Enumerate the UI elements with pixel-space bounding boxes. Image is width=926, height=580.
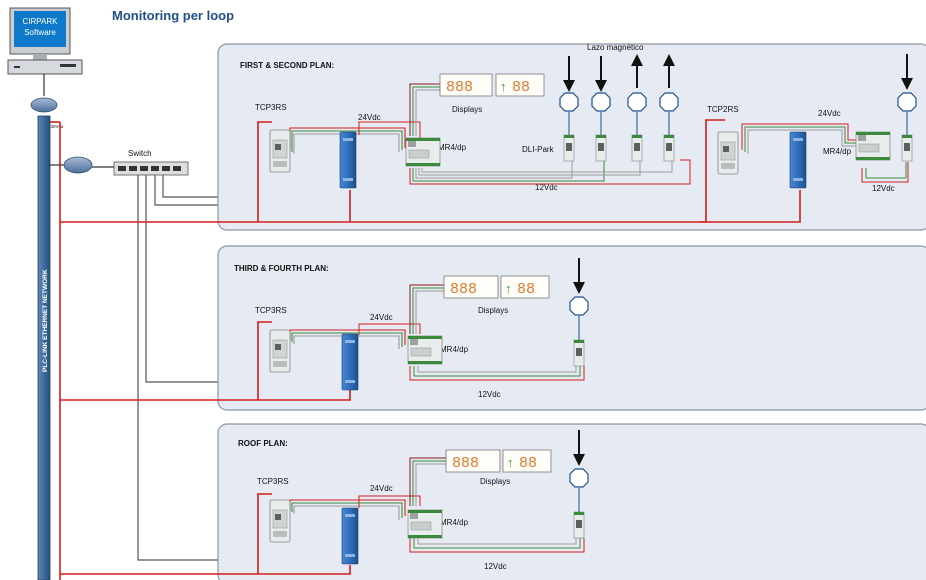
power-label: 230Vca [48,124,64,129]
plan-title-third: ROOF PLAN: [238,439,288,448]
computer-icon [7,7,83,75]
display-digits-right-3: 88 [519,455,537,472]
network-label: PLC-LINK ETHERNET NETWORK [42,269,49,372]
display-panel-2 [443,275,550,299]
magnetic-loop-5 [897,92,917,112]
green-up-arrow-icon: ↑ [500,79,507,94]
lazo-label: Lazo magnético [587,43,644,52]
magnetic-loop-1 [559,92,579,112]
mr4dp-controller-1 [405,137,441,167]
voltage-12-label-1b: 12Vdc [872,184,895,193]
mr4dp-label-2: MR4/dp [440,345,469,354]
tcp2rs-converter [717,131,739,175]
dli-sensor-2 [595,134,607,162]
voltage-12-label-3: 12Vdc [484,562,507,571]
dli-sensor-7 [573,511,585,539]
voltage-24-label-1: 24Vdc [358,113,381,122]
switch-label: Switch [128,149,152,158]
mr4dp-controller-3 [407,509,443,539]
voltage-12-label-1: 12Vdc [535,183,558,192]
computer-label-1: CIRPARK [23,17,59,26]
display-digits-right-2: 88 [517,281,535,298]
tcp3rs-label-2: TCP3RS [255,306,287,315]
display-digits-left-2: 888 [450,281,477,298]
mr4dp-label-3: MR4/dp [440,518,469,527]
display-panel-1 [439,73,545,97]
panel-roof-plan [217,423,926,580]
displays-label-3: Displays [480,477,510,486]
tcp3rs-converter-1 [269,129,291,173]
green-up-arrow-icon: ↑ [505,281,512,296]
voltage-24-label-1b: 24Vdc [818,109,841,118]
tcp3rs-label-3: TCP3RS [257,477,289,486]
plan-title-second: THIRD & FOURTH PLAN: [234,264,329,273]
voltage-24-label-2: 24Vdc [370,313,393,322]
page-title: Monitoring per loop [112,8,235,23]
dli-sensor-1 [563,134,575,162]
power-supply-3 [341,507,359,565]
magnetic-loop-7 [569,468,589,488]
tcp3rs-label-1: TCP3RS [255,103,287,112]
tcp3rs-converter-3 [269,499,291,543]
mr4dp-controller-2 [407,335,443,365]
network-pole [37,115,51,580]
display-digits-left-1: 888 [446,79,473,96]
switch-hub-icon [63,156,93,174]
network-hub-icon [30,97,58,113]
dli-park-label: DLI-Park [522,145,555,154]
computer-label-2: Software [24,28,56,37]
displays-label-1: Displays [452,105,482,114]
mr4dp-label-1: MR4/dp [438,143,467,152]
magnetic-loop-3 [627,92,647,112]
displays-label-2: Displays [478,306,508,315]
green-up-arrow-icon: ↑ [507,455,514,470]
mr4dp-controller-1b [855,131,891,161]
voltage-12-label-2: 12Vdc [478,390,501,399]
display-panel-3 [445,449,552,473]
switch-icon [113,161,189,176]
magnetic-loop-2 [591,92,611,112]
display-digits-left-3: 888 [452,455,479,472]
dli-sensor-3 [631,134,643,162]
tcp3rs-converter-2 [269,329,291,373]
dli-sensor-5 [901,134,913,162]
display-digits-right-1: 88 [512,79,530,96]
magnetic-loop-4 [659,92,679,112]
magnetic-loop-6 [569,296,589,316]
dli-sensor-6 [573,339,585,367]
power-supply-2 [341,333,359,391]
mr4dp-label-1b: MR4/dp [823,147,852,156]
voltage-24-label-3: 24Vdc [370,484,393,493]
panel-third-fourth-plan [217,245,926,411]
tcp2rs-label: TCP2RS [707,105,739,114]
power-supply-1 [339,131,357,189]
dli-sensor-4 [663,134,675,162]
power-supply-1b [789,131,807,189]
plan-title-first: FIRST & SECOND PLAN: [240,61,334,70]
